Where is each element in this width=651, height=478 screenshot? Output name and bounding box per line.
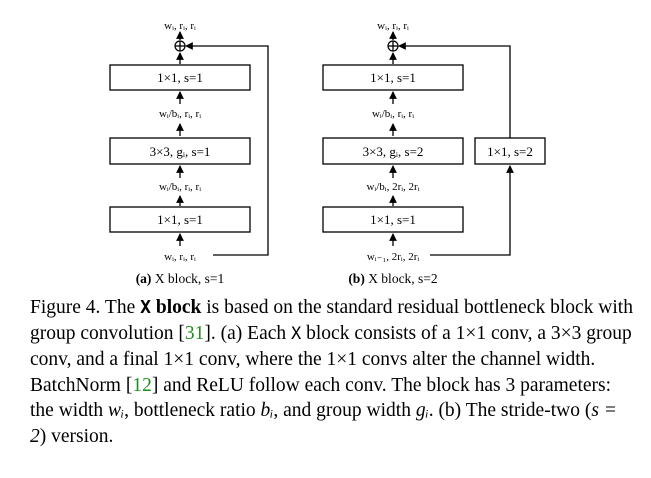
b-box1-label: 1×1, s=1 xyxy=(370,70,416,85)
b-shortcut-out-path xyxy=(398,42,511,138)
a-subcaption: (a) X block, s=1 xyxy=(136,271,225,286)
caption-text-7: . (b) The stride-two ( xyxy=(428,400,592,421)
b-box-conv1x1-top xyxy=(322,64,464,91)
caption-bold-x: X xyxy=(140,297,151,318)
b-box3-label: 1×1, s=1 xyxy=(370,212,416,227)
diagram-a: wᵢ, rᵢ, rᵢ 1×1, s=1 wᵢ/bᵢ, rᵢ, rᵢ 3×3, g… xyxy=(109,20,269,286)
b-subcaption: (b) X block, s=2 xyxy=(348,271,437,286)
b-add-node xyxy=(387,40,399,52)
caption-math-b: bᵢ xyxy=(260,400,274,421)
caption-figure-label: Figure 4. The xyxy=(30,297,141,318)
b-box-conv1x1-bottom xyxy=(322,206,464,233)
a-box-conv1x1-bottom xyxy=(109,206,251,233)
x-block-diagram: wᵢ, rᵢ, rᵢ 1×1, s=1 wᵢ/bᵢ, rᵢ, rᵢ 3×3, g… xyxy=(109,20,546,286)
caption-text-3: block consists of a 1×1 conv, a 3×3 grou… xyxy=(30,322,632,396)
b-box-conv3x3 xyxy=(322,137,464,165)
caption-math-s: s = 2 xyxy=(30,400,617,447)
a-label-3: wᵢ/bᵢ, rᵢ, rᵢ xyxy=(159,181,201,193)
b-bottom-label: wᵢ₋₁, 2rᵢ, 2rᵢ xyxy=(367,251,420,263)
a-add-node xyxy=(174,40,186,52)
a-shortcut-path xyxy=(185,42,269,256)
diagram-b: wᵢ, rᵢ, rᵢ 1×1, s=1 wᵢ/bᵢ, rᵢ, rᵢ 3×3, g… xyxy=(322,20,546,286)
a-box-conv1x1-top xyxy=(109,64,251,91)
citation-link-12[interactable]: 12 xyxy=(132,374,152,396)
a-box2-label: 3×3, gᵢ, s=1 xyxy=(150,144,211,159)
a-box-conv3x3 xyxy=(109,137,251,165)
b-label-3: wᵢ/bᵢ, 2rᵢ, 2rᵢ xyxy=(366,181,419,193)
b-top-label: wᵢ, rᵢ, rᵢ xyxy=(377,20,409,32)
caption-mono-x: X xyxy=(291,323,302,344)
a-box1-label: 1×1, s=1 xyxy=(157,70,203,85)
caption-text-6: , and group width xyxy=(273,400,416,421)
a-top-label: wᵢ, rᵢ, rᵢ xyxy=(164,20,196,32)
figure-caption: Figure 4. The X block is based on the st… xyxy=(30,295,635,449)
caption-bold-block: block xyxy=(150,297,202,318)
a-box3-label: 1×1, s=1 xyxy=(157,212,203,227)
a-label-2: wᵢ/bᵢ, rᵢ, rᵢ xyxy=(159,108,201,120)
caption-text-1: is based on the standard residual bottle… xyxy=(30,297,633,344)
caption-math-w: wᵢ xyxy=(108,400,125,421)
b-label-2: wᵢ/bᵢ, rᵢ, rᵢ xyxy=(372,108,414,120)
citation-link-31[interactable]: 31 xyxy=(184,322,205,344)
a-bottom-label: wᵢ, rᵢ, rᵢ xyxy=(164,251,196,263)
b-shortcut-box-label: 1×1, s=2 xyxy=(487,144,533,159)
b-shortcut-in-path xyxy=(430,165,514,256)
b-box2-label: 3×3, gᵢ, s=2 xyxy=(363,144,424,159)
b-shortcut-conv-box xyxy=(474,137,546,165)
caption-text-4: ] and ReLU follow each conv. The block h… xyxy=(30,374,612,422)
caption-text-2: ]. (a) Each xyxy=(204,322,292,344)
caption-text-8: ) version. xyxy=(39,425,114,447)
caption-text-5: , bottleneck ratio xyxy=(124,400,261,421)
caption-math-g: gᵢ xyxy=(415,400,429,421)
